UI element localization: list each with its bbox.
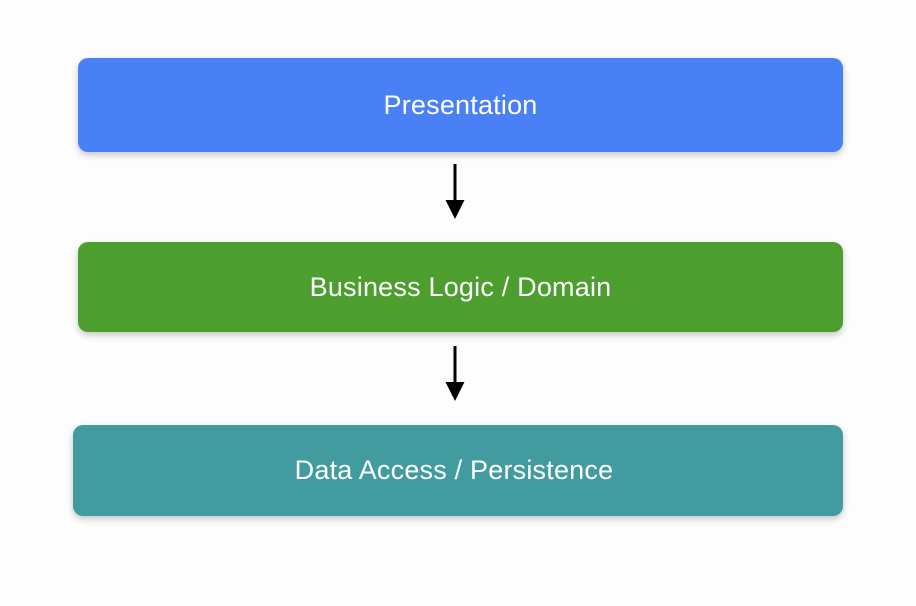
- arrow-business-to-data: [429, 344, 481, 404]
- layer-box-data-access[interactable]: Data Access / Persistence: [73, 425, 843, 516]
- arrow-presentation-to-business: [429, 162, 481, 222]
- layer-box-presentation[interactable]: Presentation: [78, 58, 843, 152]
- down-arrow-icon: [445, 164, 465, 219]
- down-arrow-icon: [445, 346, 465, 401]
- layer-box-business-logic[interactable]: Business Logic / Domain: [78, 242, 843, 332]
- layer-label-business-logic: Business Logic / Domain: [309, 271, 612, 302]
- layer-label-presentation: Presentation: [383, 89, 538, 120]
- layer-label-data-access: Data Access / Persistence: [294, 455, 614, 485]
